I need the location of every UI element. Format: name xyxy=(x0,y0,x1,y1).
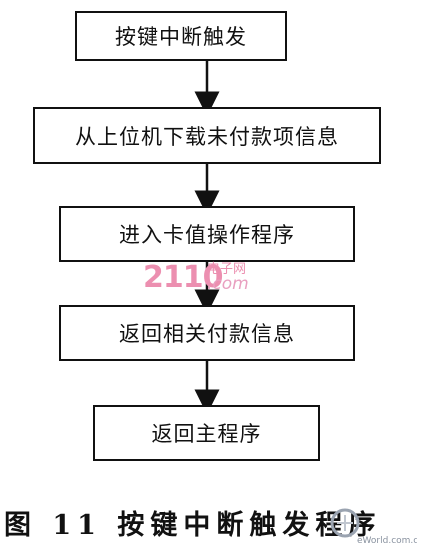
flow-node-return-payment: 返回相关付款信息 xyxy=(59,305,355,361)
flow-node-card-operation: 进入卡值操作程序 xyxy=(59,206,355,262)
flow-node-label: 按键中断触发 xyxy=(115,25,247,49)
flow-node-interrupt-trigger: 按键中断触发 xyxy=(75,11,287,61)
corner-logo: eWorld.com.cn xyxy=(330,508,417,546)
flow-node-label: 从上位机下载未付款项信息 xyxy=(75,124,339,149)
flow-node-download-unpaid: 从上位机下载未付款项信息 xyxy=(33,107,381,164)
flow-node-label: 返回主程序 xyxy=(151,422,262,446)
figure-caption: 图 11 按键中断触发程序 xyxy=(4,510,382,541)
flow-node-label: 返回相关付款信息 xyxy=(119,322,295,346)
flow-node-return-main: 返回主程序 xyxy=(93,405,320,461)
flow-node-label: 进入卡值操作程序 xyxy=(119,223,295,247)
corner-logo-text: eWorld.com.cn xyxy=(357,536,417,546)
corner-logo-mark xyxy=(330,508,360,538)
